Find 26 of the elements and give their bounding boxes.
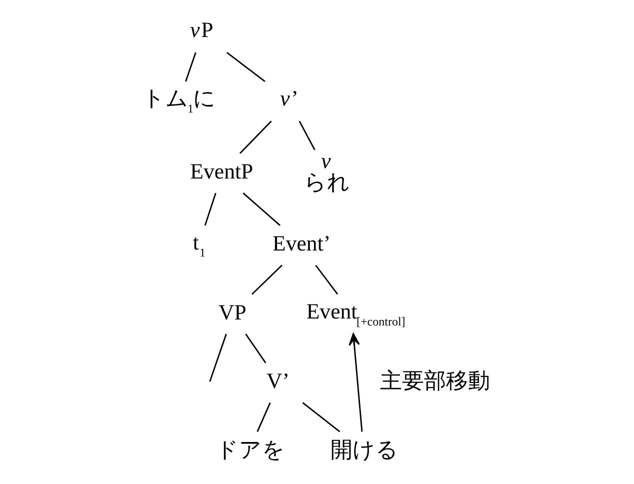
connector	[204, 192, 216, 226]
connector	[226, 52, 266, 82]
node-text: ドアを	[216, 438, 285, 462]
node-text: EventP	[190, 160, 254, 184]
connector	[239, 120, 272, 154]
node-text: t$_{1}$	[192, 230, 206, 260]
node-text: 開ける	[330, 438, 398, 462]
node-text: Event$_{[+control]}$	[306, 299, 406, 328]
connector	[185, 52, 196, 82]
connector	[242, 192, 281, 226]
connector	[252, 264, 282, 295]
node-text: トム$_{1}$に	[142, 86, 216, 116]
connector	[209, 334, 227, 382]
node-text: VP	[218, 300, 246, 324]
connector	[256, 402, 271, 432]
node-text: vP	[190, 18, 214, 42]
connector	[298, 120, 316, 150]
arrow	[348, 333, 363, 432]
node-text: V’	[266, 369, 290, 394]
connector	[245, 334, 266, 364]
connector	[315, 264, 338, 295]
node-text: v られ	[304, 148, 350, 195]
node-text: v’	[280, 86, 298, 111]
connector	[302, 402, 340, 432]
edge-label: 主要部移動	[380, 369, 490, 394]
node-text: Event’	[272, 232, 331, 256]
